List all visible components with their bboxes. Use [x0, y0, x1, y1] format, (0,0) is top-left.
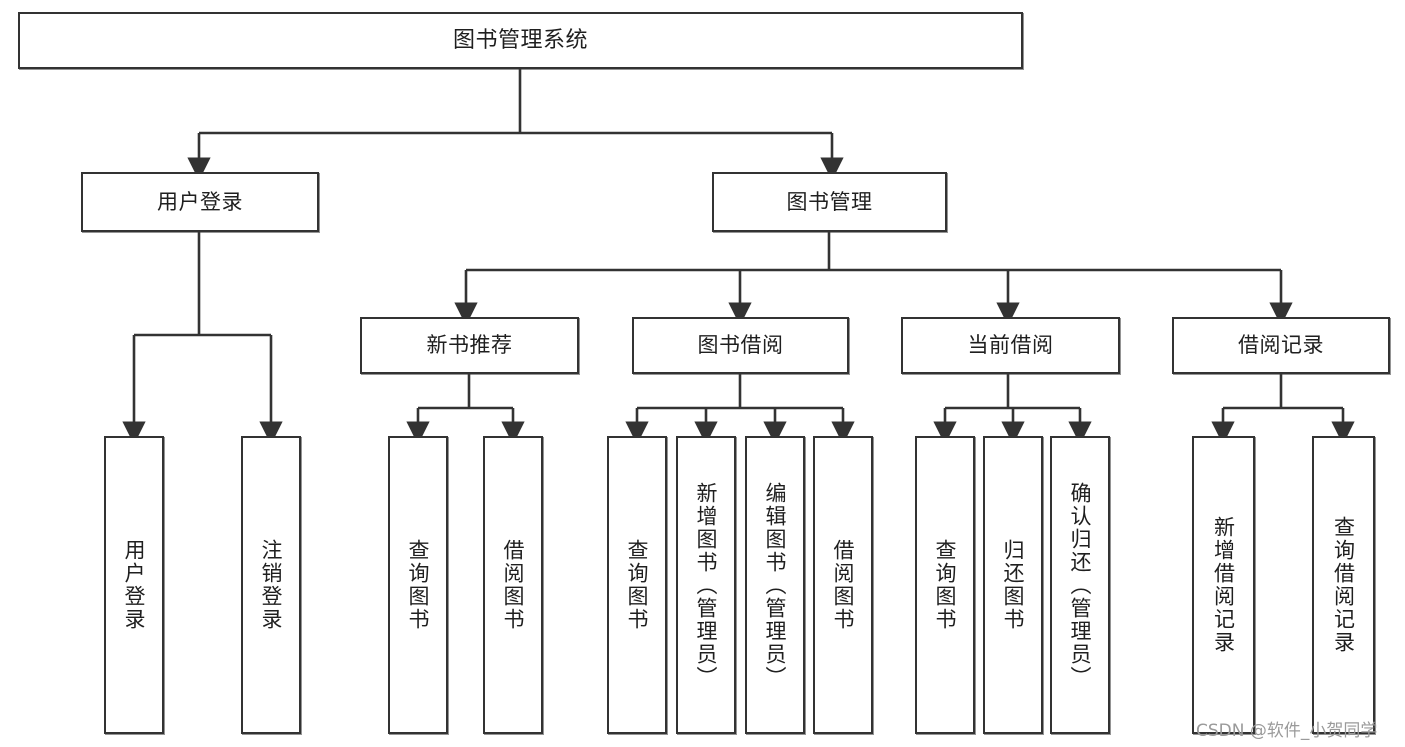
leaf-node-label: 借阅图书 [501, 539, 526, 631]
leaf-node-label: 用户登录 [122, 539, 147, 631]
leaf-node[interactable]: 用户登录 [104, 436, 164, 734]
leaf-node[interactable]: 查询图书 [915, 436, 975, 734]
leaf-node-label: 查询图书 [625, 539, 650, 631]
node-book-management[interactable]: 图书管理 [712, 172, 947, 232]
leaf-node[interactable]: 注销登录 [241, 436, 301, 734]
leaf-node[interactable]: 编辑图书（管理员） [745, 436, 805, 734]
leaf-node-label: 归还图书 [1001, 539, 1026, 631]
leaf-node[interactable]: 新增借阅记录 [1192, 436, 1255, 734]
node-user-login[interactable]: 用户登录 [81, 172, 319, 232]
leaf-node[interactable]: 查询图书 [388, 436, 448, 734]
node-book-borrow[interactable]: 图书借阅 [632, 317, 849, 374]
leaf-node[interactable]: 查询借阅记录 [1312, 436, 1375, 734]
node-current-borrow[interactable]: 当前借阅 [901, 317, 1120, 374]
leaf-node-label: 查询借阅记录 [1331, 516, 1356, 654]
node-borrow-records[interactable]: 借阅记录 [1172, 317, 1390, 374]
leaf-node[interactable]: 新增图书（管理员） [676, 436, 736, 734]
leaf-node-label: 借阅图书 [831, 539, 856, 631]
leaf-node-label: 新增图书（管理员） [694, 481, 719, 689]
leaf-node-label: 查询图书 [933, 539, 958, 631]
node-root[interactable]: 图书管理系统 [18, 12, 1023, 69]
node-current-borrow-label: 当前借阅 [967, 333, 1054, 358]
leaf-node-label: 编辑图书（管理员） [763, 481, 788, 689]
node-user-login-label: 用户登录 [157, 189, 243, 214]
watermark: CSDN @软件_小贺同学 [1196, 716, 1377, 741]
node-book-borrow-label: 图书借阅 [697, 333, 784, 358]
leaf-node-label: 新增借阅记录 [1211, 516, 1236, 654]
node-root-label: 图书管理系统 [452, 27, 588, 53]
node-borrow-records-label: 借阅记录 [1238, 333, 1324, 358]
node-book-management-label: 图书管理 [786, 189, 873, 214]
node-new-book-recommend-label: 新书推荐 [426, 333, 513, 358]
leaf-node[interactable]: 借阅图书 [813, 436, 873, 734]
node-new-book-recommend[interactable]: 新书推荐 [360, 317, 579, 374]
leaf-node-label: 查询图书 [406, 539, 431, 631]
leaf-node-label: 注销登录 [259, 539, 284, 631]
leaf-node-label: 确认归还（管理员） [1068, 481, 1093, 689]
leaf-node[interactable]: 查询图书 [607, 436, 667, 734]
leaf-node[interactable]: 借阅图书 [483, 436, 543, 734]
leaf-node[interactable]: 归还图书 [983, 436, 1043, 734]
leaf-node[interactable]: 确认归还（管理员） [1050, 436, 1110, 734]
watermark-text: CSDN @软件_小贺同学 [1196, 721, 1378, 741]
